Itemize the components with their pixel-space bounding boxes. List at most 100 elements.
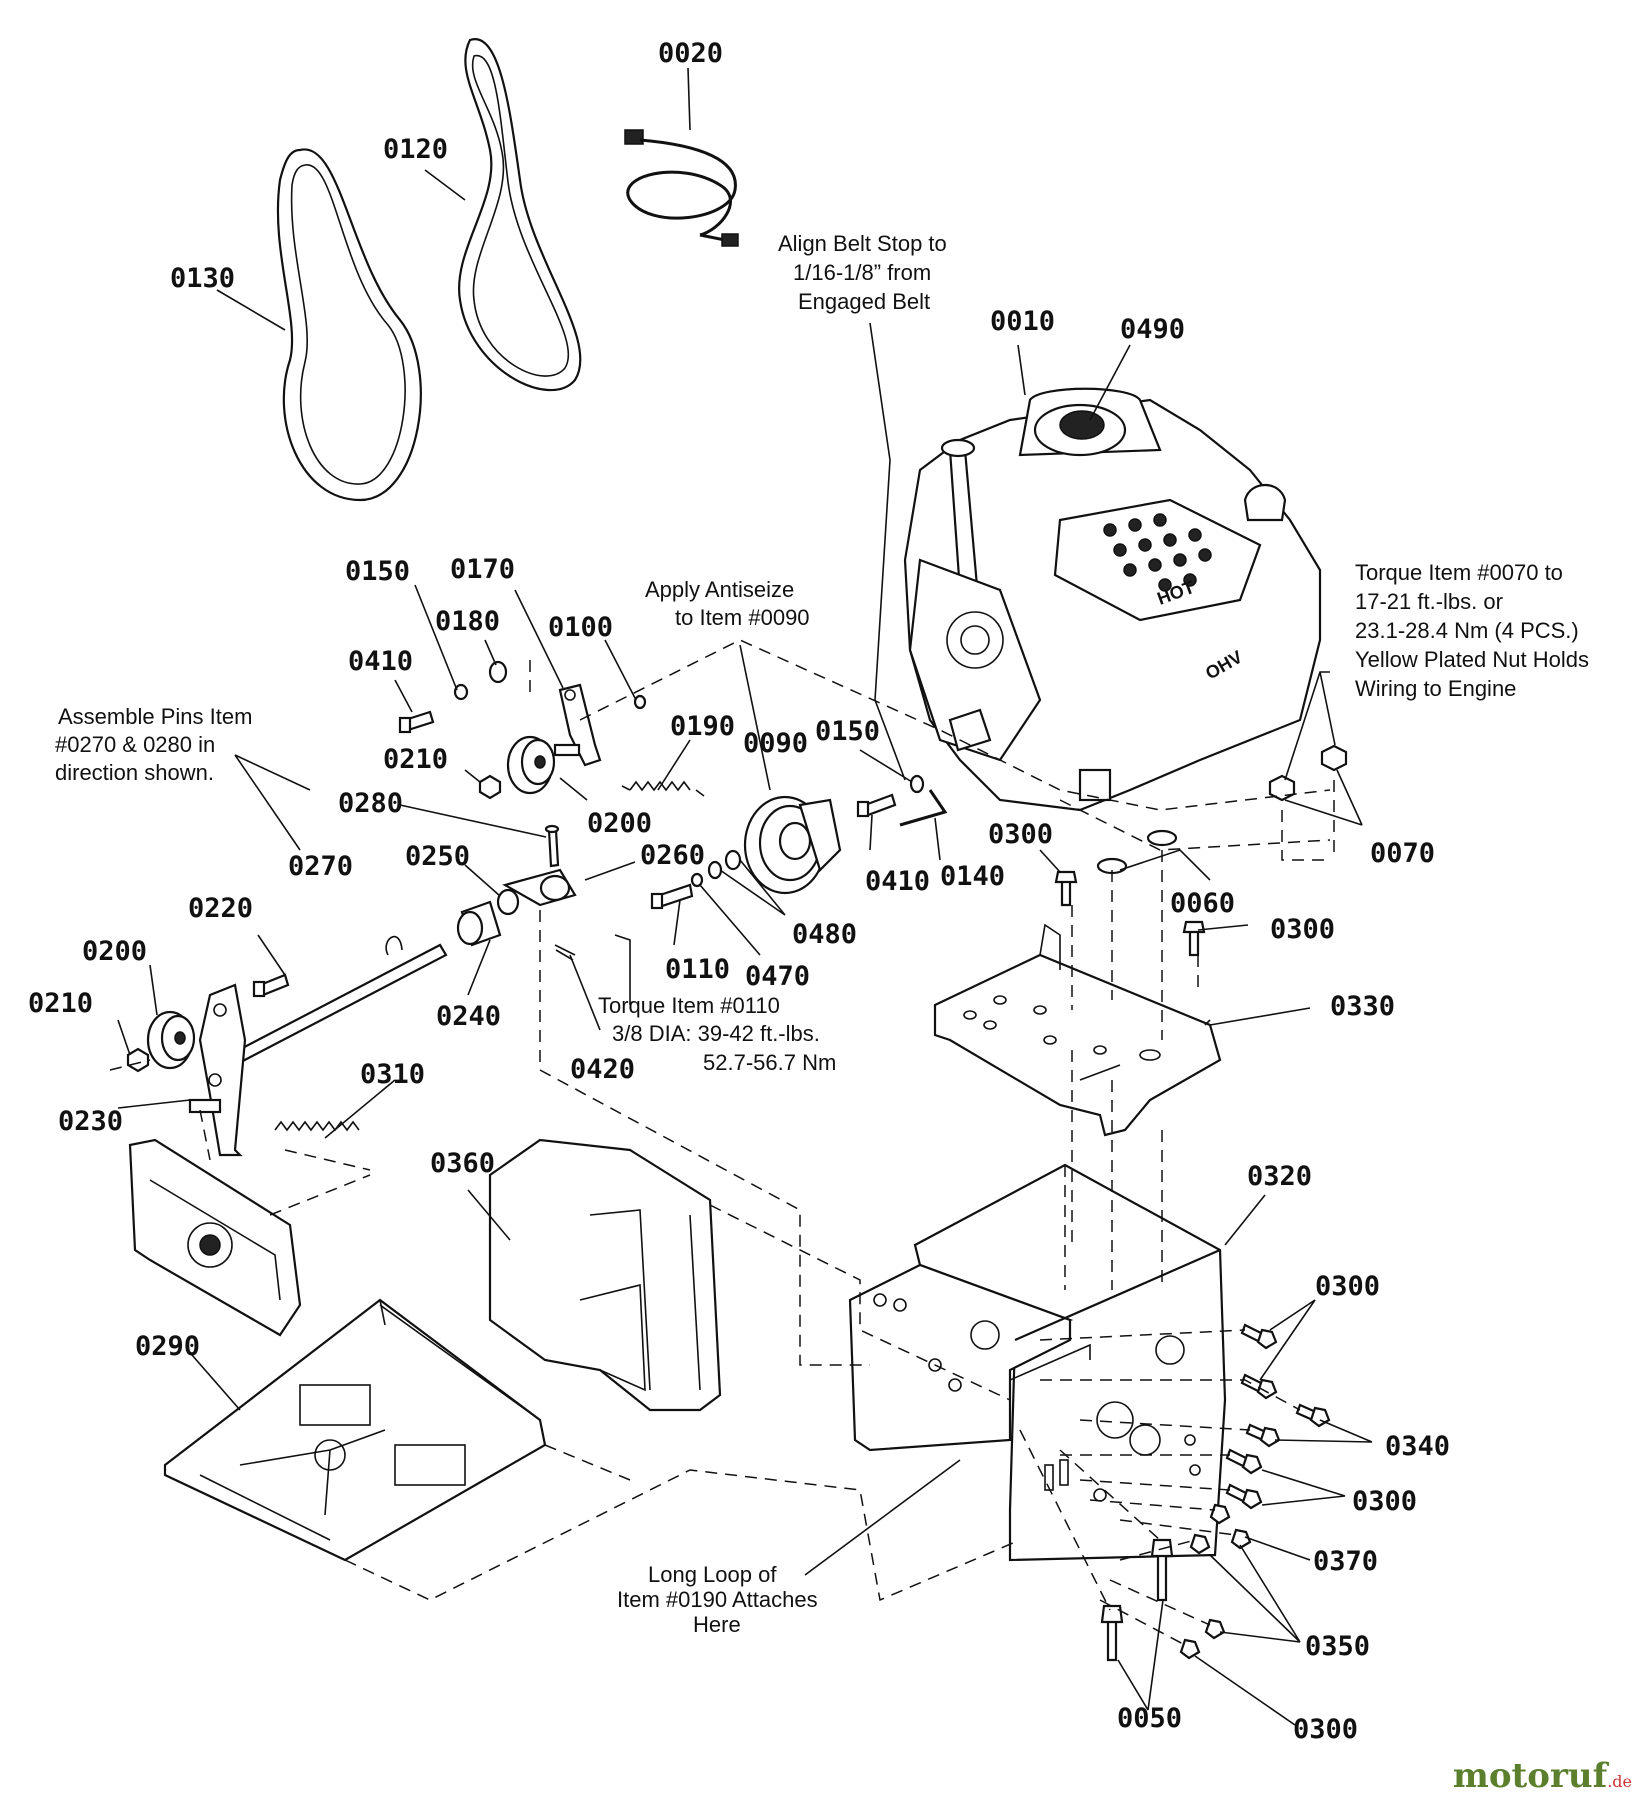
belt-0130 — [276, 148, 422, 502]
note-torque-0110: Torque Item #0110 3/8 DIA: 39-42 ft.-lbs… — [598, 993, 836, 1075]
bearing-plate — [128, 1138, 302, 1337]
spring-0310 — [274, 1120, 360, 1132]
leader-lines — [117, 67, 1373, 1726]
bolt-0410-upper — [398, 710, 435, 734]
callout-0180: 0180 — [435, 606, 500, 637]
callout-0410-lower: 0410 — [865, 866, 930, 897]
callout-0210-upper: 0210 — [383, 744, 448, 775]
note-belt-stop-line-3: Engaged Belt — [798, 289, 930, 314]
callout-0140: 0140 — [940, 861, 1005, 892]
callout-0270: 0270 — [288, 851, 353, 882]
note-assemble-pins-line-1: Assemble Pins Item — [58, 704, 252, 729]
washer-0100 — [633, 694, 647, 710]
callout-0150-right: 0150 — [815, 716, 880, 747]
note-torque-0070-line-3: 23.1-28.4 Nm (4 PCS.) — [1355, 618, 1579, 643]
callout-0470: 0470 — [745, 961, 810, 992]
note-torque-0070-line-4: Yellow Plated Nut Holds — [1355, 647, 1589, 672]
callout-0300-mid: 0300 — [1270, 914, 1335, 945]
note-antiseize: Apply Antiseize to Item #0090 — [645, 577, 810, 630]
callout-0010: 0010 — [990, 306, 1055, 337]
callout-0260: 0260 — [640, 840, 705, 871]
note-belt-stop-line-2: 1/16-1/8” from — [793, 260, 931, 285]
bolts-0050 — [1100, 1538, 1174, 1662]
nut-0210-lower — [126, 1047, 150, 1073]
note-assemble-pins-line-3: direction shown. — [55, 760, 214, 785]
heat-shield-holes — [1103, 513, 1212, 592]
bolt-0410-lower — [856, 793, 897, 818]
cotter-pin-0420 — [554, 944, 576, 961]
callout-0060: 0060 — [1170, 888, 1235, 919]
callout-0240: 0240 — [436, 1001, 501, 1032]
bushing-0240 — [456, 900, 502, 947]
washer-0180-spacer — [453, 660, 508, 701]
mount-plate-0330 — [933, 923, 1222, 1137]
callout-0200-lower: 0200 — [82, 936, 147, 967]
note-belt-stop: Align Belt Stop to 1/16-1/8” from Engage… — [778, 231, 947, 314]
callout-0340: 0340 — [1385, 1431, 1450, 1462]
belt-cover-0360 — [488, 1138, 722, 1412]
note-torque-0110-line-1: Torque Item #0110 — [598, 993, 780, 1018]
note-belt-stop-line-1: Align Belt Stop to — [778, 231, 947, 256]
callout-0130: 0130 — [170, 263, 235, 294]
callout-0300-top: 0300 — [988, 819, 1053, 850]
washer-0250 — [496, 888, 520, 916]
note-antiseize-line-1: Apply Antiseize — [645, 577, 794, 602]
callout-0360: 0360 — [430, 1148, 495, 1179]
engine-0010: HOT OHV — [903, 387, 1322, 812]
frame-0320 — [848, 1163, 1227, 1562]
idler-pulley-0200-upper — [506, 735, 581, 795]
note-long-loop-line-1: Long Loop of — [648, 1562, 777, 1587]
callout-0170: 0170 — [450, 554, 515, 585]
idler-arm-0230 — [188, 983, 247, 1157]
callout-0050: 0050 — [1117, 1703, 1182, 1734]
callout-0110: 0110 — [665, 954, 730, 985]
idler-arm-0170 — [558, 683, 602, 767]
note-torque-0070-line-2: 17-21 ft.-lbs. or — [1355, 589, 1503, 614]
nuts-0070 — [1268, 744, 1348, 802]
callout-0320: 0320 — [1247, 1161, 1312, 1192]
note-antiseize-line-2: to Item #0090 — [675, 605, 810, 630]
callout-0230: 0230 — [58, 1106, 123, 1137]
callout-0410-upper: 0410 — [348, 646, 413, 677]
bolt-0220 — [252, 973, 290, 998]
washer-0150-right — [909, 774, 925, 794]
callout-0120: 0120 — [383, 134, 448, 165]
callout-0300-lower: 0300 — [1352, 1486, 1417, 1517]
note-torque-0110-line-2: 3/8 DIA: 39-42 ft.-lbs. — [612, 1021, 820, 1046]
note-long-loop-line-3: Here — [693, 1612, 741, 1637]
callout-0220: 0220 — [188, 893, 253, 924]
callout-0280: 0280 — [338, 788, 403, 819]
callout-0290: 0290 — [135, 1331, 200, 1362]
shaft-0270 — [208, 936, 448, 1077]
spring-0190 — [621, 780, 705, 797]
callout-0330: 0330 — [1330, 991, 1395, 1022]
callout-0490: 0490 — [1120, 314, 1185, 345]
callout-0480: 0480 — [792, 919, 857, 950]
callout-0200-upper: 0200 — [587, 808, 652, 839]
callout-0090: 0090 — [743, 728, 808, 759]
callout-0100: 0100 — [548, 612, 613, 643]
watermark-logo: motoruf.de — [1453, 1756, 1632, 1796]
watermark-main: motoruf — [1452, 1756, 1608, 1796]
alignment-lines — [109, 639, 1335, 1646]
callout-0300-right: 0300 — [1315, 1271, 1380, 1302]
callout-0300-bottom: 0300 — [1293, 1714, 1358, 1745]
idler-pulley-0200-lower — [146, 1010, 196, 1070]
callout-0210-lower: 0210 — [28, 988, 93, 1019]
note-torque-0070: Torque Item #0070 to 17-21 ft.-lbs. or 2… — [1355, 560, 1589, 701]
note-torque-0070-line-5: Wiring to Engine — [1355, 676, 1516, 701]
bolts-0370-0350 — [1179, 1503, 1252, 1660]
callout-0150-left: 0150 — [345, 556, 410, 587]
wire-harness-0020 — [624, 129, 739, 247]
callout-0350: 0350 — [1305, 1631, 1370, 1662]
note-torque-0070-line-1: Torque Item #0070 to — [1355, 560, 1563, 585]
callout-0420: 0420 — [570, 1054, 635, 1085]
bottom-cover-0290 — [163, 1298, 547, 1562]
nut-0210-upper — [478, 774, 502, 800]
callout-labels: 0020 0120 0130 0010 0490 0150 0170 0180 … — [28, 38, 1450, 1745]
note-torque-0110-line-3: 52.7-56.7 Nm — [703, 1050, 836, 1075]
note-assemble-pins-line-2: #0270 & 0280 in — [55, 732, 215, 757]
belt-stop-0140 — [899, 789, 948, 827]
bracket-0260 — [502, 824, 577, 907]
